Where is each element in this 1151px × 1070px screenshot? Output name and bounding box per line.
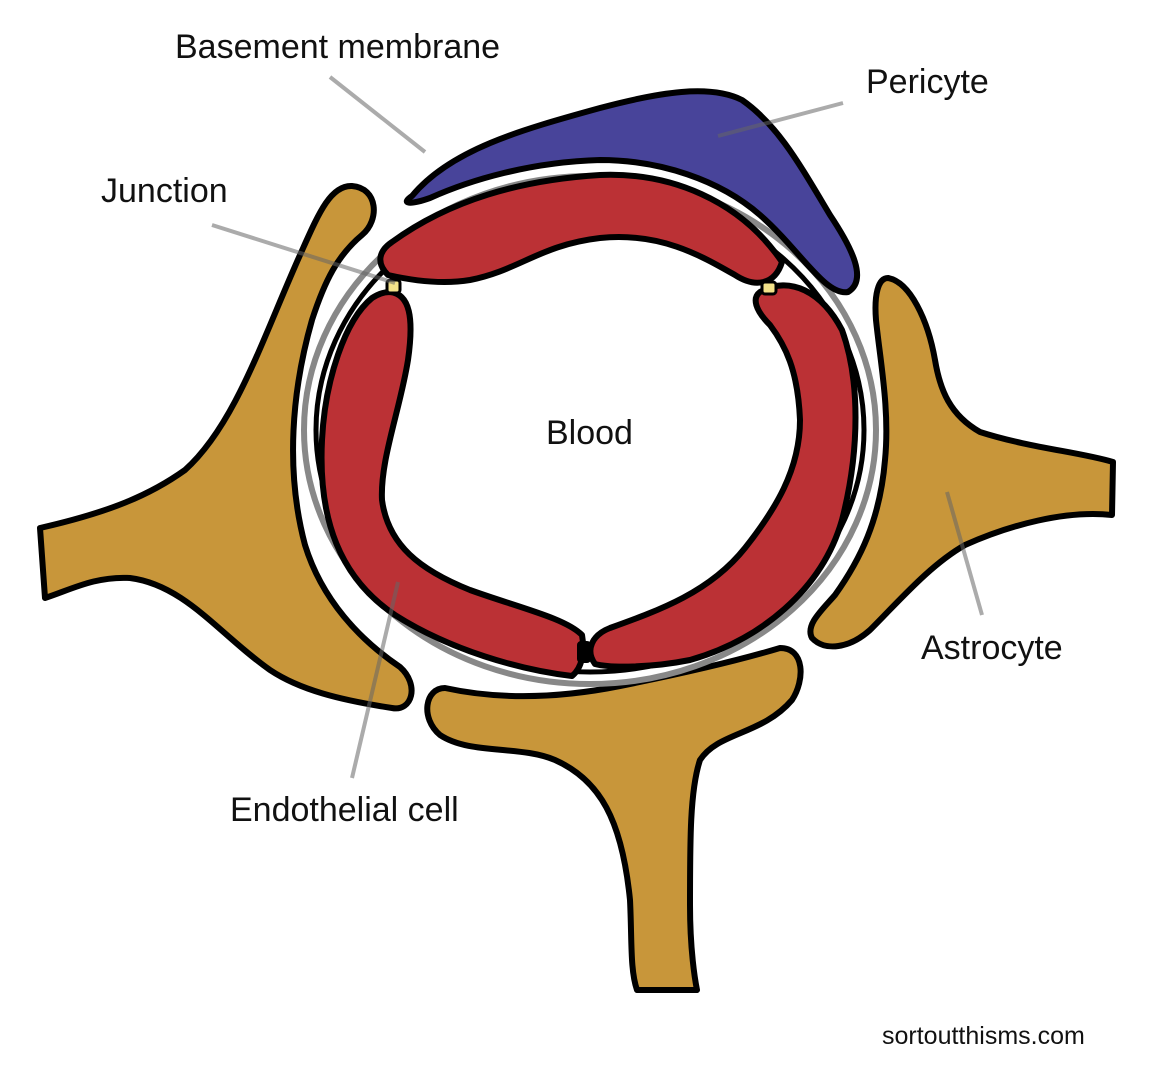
astrocyte-bottom [424, 645, 804, 993]
leader-astrocyte [945, 491, 984, 616]
junction-bottom [577, 641, 591, 663]
label-pericyte: Pericyte [866, 63, 989, 101]
endothelial-cell-right [587, 282, 859, 670]
astrocyte-right [807, 275, 1116, 650]
leader-pericyte [717, 101, 844, 138]
label-endothelial-cell: Endothelial cell [230, 791, 459, 829]
astrocyte-left [37, 183, 415, 712]
leader-basement-membrane [328, 75, 427, 154]
leader-junction [211, 223, 396, 285]
label-basement-membrane: Basement membrane [175, 28, 500, 66]
endothelial-cell-left [318, 289, 587, 679]
label-blood: Blood [546, 414, 633, 452]
credit-text: sortoutthisms.com [882, 1022, 1085, 1050]
label-astrocyte: Astrocyte [921, 629, 1063, 667]
label-junction: Junction [101, 172, 228, 210]
endothelial-cell-top [377, 171, 785, 286]
leader-endothelial-cell [350, 581, 400, 779]
pericyte-cell [403, 88, 861, 296]
junction-right [760, 280, 778, 296]
